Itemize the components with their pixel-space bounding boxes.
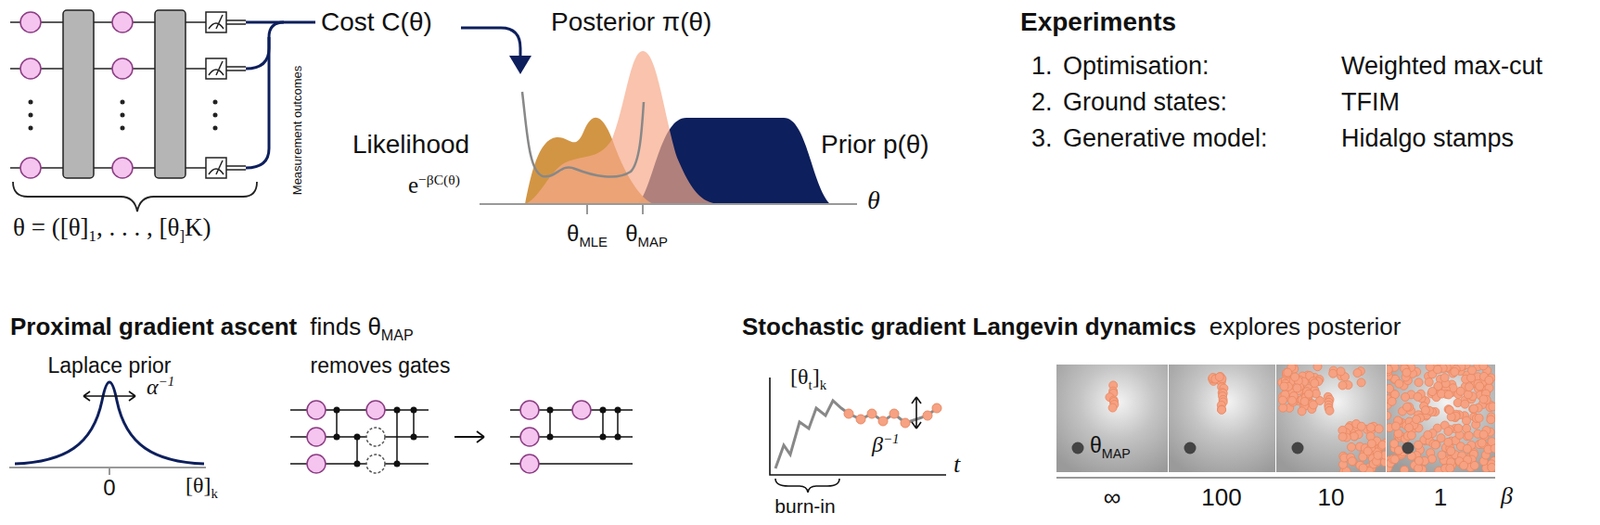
gate-removal-circuits (290, 400, 633, 474)
label: Proximal gradient ascent (10, 313, 297, 342)
label: θMAP (1089, 433, 1131, 458)
label: Optimisation: (1062, 51, 1210, 81)
heading-row: Stochastic gradient Langevin dynamics exp… (742, 313, 1401, 342)
label: [θt]k (790, 364, 827, 391)
map-point (1072, 442, 1085, 455)
sample-dots (1278, 364, 1386, 473)
label: β (1500, 482, 1513, 511)
label: 100 (1201, 484, 1242, 512)
label: β−1 (871, 432, 899, 459)
label: 2. (1031, 88, 1053, 117)
label: Hidalgo stamps (1341, 124, 1514, 154)
label: 1 (1433, 484, 1447, 512)
circuit (10, 10, 257, 212)
label: Posterior π(θ) (550, 7, 712, 38)
label: removes gates (310, 353, 451, 378)
label: Likelihood (352, 129, 470, 160)
label: finds θMAP (309, 313, 414, 342)
label: Weighted max-cut (1341, 51, 1543, 81)
label: 1. (1031, 51, 1053, 81)
label: e−βC(θ) (408, 172, 461, 200)
trace-plot (769, 377, 947, 493)
label: θ = ([θ]1, . . . , [θ]K) (12, 213, 211, 243)
map-point (1184, 442, 1197, 455)
label: Prior p(θ) (820, 129, 930, 160)
map-point (1292, 442, 1305, 455)
label: ∞ (1103, 484, 1122, 512)
posterior-plot (479, 51, 858, 215)
label: [θ]k (185, 473, 218, 500)
laplace-prior (9, 382, 206, 475)
arrowhead (509, 55, 532, 75)
label: θMAP (625, 220, 668, 247)
label: Measurement outcomes (292, 64, 307, 194)
label: 0 (102, 474, 116, 501)
sample-dots (1105, 381, 1119, 412)
label: θ (867, 185, 881, 216)
label: α−1 (146, 374, 175, 401)
label: Cost C(θ) (320, 7, 433, 38)
label: burn-in (774, 495, 835, 518)
measurement-bracket (245, 22, 521, 168)
sample-dots (1386, 364, 1496, 473)
sample-panels (1056, 360, 1499, 478)
label: TFIM (1341, 88, 1400, 117)
label: 3. (1031, 124, 1053, 154)
sample-dots (1208, 372, 1229, 415)
heading-row: Proximal gradient ascent finds θMAP (10, 313, 414, 342)
label: explores posterior (1209, 313, 1402, 342)
label: Experiments (1020, 7, 1177, 38)
label: 10 (1318, 484, 1345, 512)
label: Generative model: (1062, 124, 1268, 154)
label: t (953, 450, 960, 479)
label: θMLE (566, 220, 608, 247)
label: Laplace prior (48, 353, 172, 378)
label: Ground states: (1062, 88, 1228, 117)
label: Stochastic gradient Langevin dynamics (742, 313, 1197, 342)
map-point (1402, 442, 1415, 455)
